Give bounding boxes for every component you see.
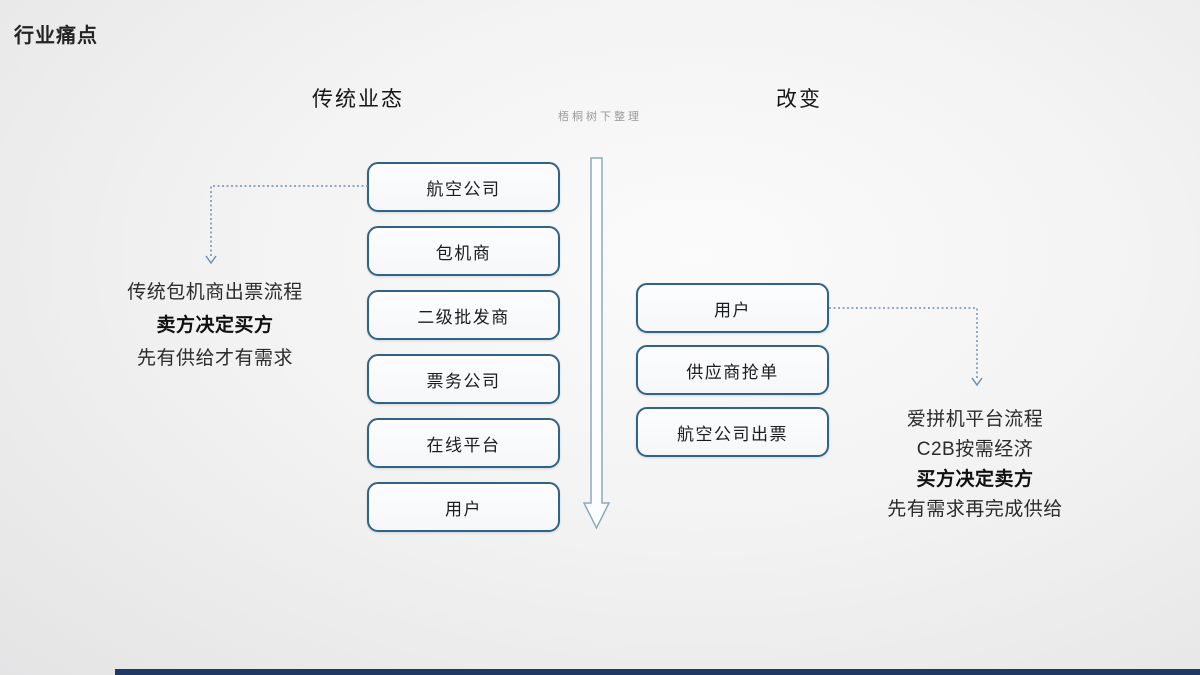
flow-node-airline: 航空公司 — [367, 162, 560, 212]
center-down-arrow-icon — [582, 157, 611, 530]
traditional-annotation-line1: 传统包机商出票流程 — [127, 282, 303, 303]
change-annotation: 爱拼机平台流程 C2B按需经济 买方决定卖方 先有需求再完成供给 — [855, 405, 1095, 525]
change-column-header: 改变 — [776, 88, 822, 111]
traditional-annotation: 传统包机商出票流程 卖方决定买方 先有供给才有需求 — [95, 276, 335, 375]
connector-traditional-dashed-arrow-icon — [205, 185, 368, 265]
flow-node-secondary-wholesaler: 二级批发商 — [367, 290, 560, 340]
flow-node-supplier-grab-order: 供应商抢单 — [636, 345, 829, 395]
change-annotation-line3: 买方决定卖方 — [916, 469, 1034, 490]
footer-accent-bar — [115, 669, 1200, 675]
flow-node-airline-issue-ticket: 航空公司出票 — [636, 407, 829, 457]
traditional-annotation-line3: 先有供给才有需求 — [136, 348, 293, 369]
flow-node-ticketing-company: 票务公司 — [367, 354, 560, 404]
flow-node-user-new: 用户 — [636, 283, 829, 333]
change-annotation-line1: 爱拼机平台流程 — [906, 409, 1044, 430]
traditional-flow-column: 航空公司 包机商 二级批发商 票务公司 在线平台 用户 — [367, 162, 560, 532]
page-title: 行业痛点 — [14, 25, 98, 47]
traditional-annotation-line2: 卖方决定买方 — [156, 315, 274, 336]
flow-node-user: 用户 — [367, 482, 560, 532]
watermark-text: 梧桐树下整理 — [558, 111, 642, 123]
change-flow-column: 用户 供应商抢单 航空公司出票 — [636, 283, 829, 457]
change-annotation-line2: C2B按需经济 — [916, 439, 1034, 460]
flow-node-charterer: 包机商 — [367, 226, 560, 276]
traditional-column-header: 传统业态 — [312, 88, 404, 111]
flow-node-online-platform: 在线平台 — [367, 418, 560, 468]
change-annotation-line4: 先有需求再完成供给 — [887, 499, 1063, 520]
connector-change-dashed-arrow-icon — [829, 307, 983, 387]
